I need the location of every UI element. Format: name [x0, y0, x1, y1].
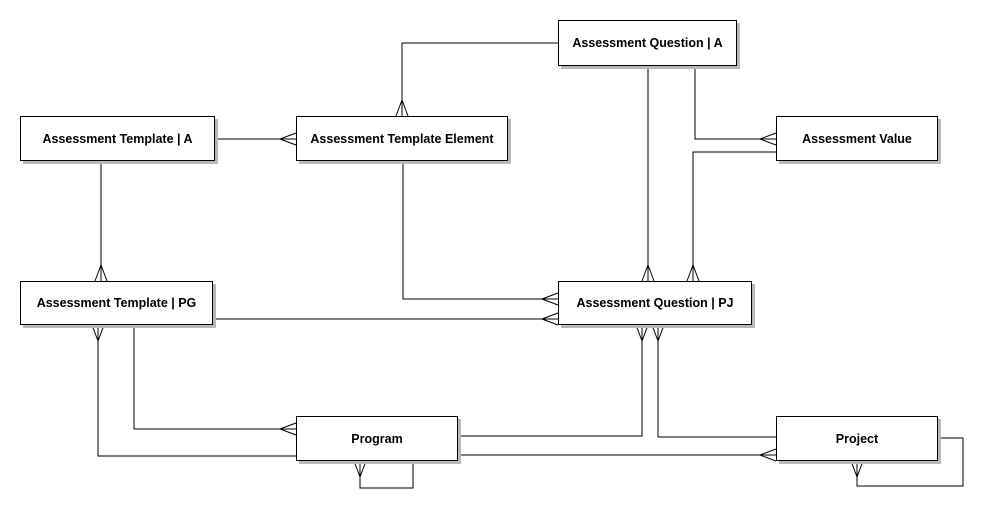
- entity-program[interactable]: Program: [296, 416, 458, 461]
- entity-assessment-question-pj[interactable]: Assessment Question | PJ: [558, 281, 752, 325]
- rel-value-to-question-pj: [692, 151, 776, 281]
- crowfoot-template-element-top: [395, 99, 409, 117]
- entity-label: Program: [351, 431, 403, 446]
- entity-label: Assessment Question | PJ: [576, 296, 734, 310]
- entity-assessment-template-a[interactable]: Assessment Template | A: [20, 116, 215, 161]
- crowfoot-program-left: [279, 422, 297, 436]
- rel-question-a-to-value: [694, 66, 776, 140]
- entity-assessment-template-element[interactable]: Assessment Template Element: [296, 116, 508, 161]
- rel-program-to-template-pg: [97, 325, 296, 457]
- rel-program-to-question-pj: [458, 325, 643, 437]
- crowfoot-project-self: [850, 460, 864, 478]
- entity-label: Assessment Value: [802, 131, 912, 146]
- crowfoot-template-pg-bottom: [91, 324, 105, 342]
- crowfoot-question-pj-left-lower: [541, 312, 559, 326]
- crowfoot-project-left: [759, 448, 777, 462]
- rel-question-a-to-template-element: [401, 42, 558, 116]
- crowfoot-value: [759, 132, 777, 146]
- entity-label: Assessment Template Element: [310, 131, 494, 146]
- crowfoot-question-pj-left-upper: [541, 292, 559, 306]
- entity-label: Assessment Question | A: [572, 36, 723, 50]
- entity-assessment-question-a[interactable]: Assessment Question | A: [558, 20, 737, 66]
- entity-label: Project: [835, 431, 879, 446]
- crowfoot-template-pg-top: [94, 264, 108, 282]
- rel-template-pg-to-program: [133, 325, 296, 430]
- entity-assessment-template-pg[interactable]: Assessment Template | PG: [20, 281, 213, 325]
- entity-project[interactable]: Project: [776, 416, 938, 461]
- entity-label: Assessment Template | A: [42, 131, 193, 146]
- crowfoot-template-element: [279, 132, 297, 146]
- crowfoot-question-pj-top-left: [641, 264, 655, 282]
- crowfoot-question-pj-top-right: [686, 264, 700, 282]
- rel-project-self: [856, 437, 964, 487]
- rel-program-self: [359, 461, 414, 489]
- rel-project-to-question-pj: [657, 325, 776, 438]
- crowfoot-question-pj-bottom-right: [651, 324, 665, 342]
- crowfoot-program-self: [353, 460, 367, 478]
- rel-template-element-to-question-pj: [402, 161, 558, 300]
- entity-assessment-value[interactable]: Assessment Value: [776, 116, 938, 161]
- entity-label: Assessment Template | PG: [36, 296, 197, 310]
- crowfoot-question-pj-bottom-left: [635, 324, 649, 342]
